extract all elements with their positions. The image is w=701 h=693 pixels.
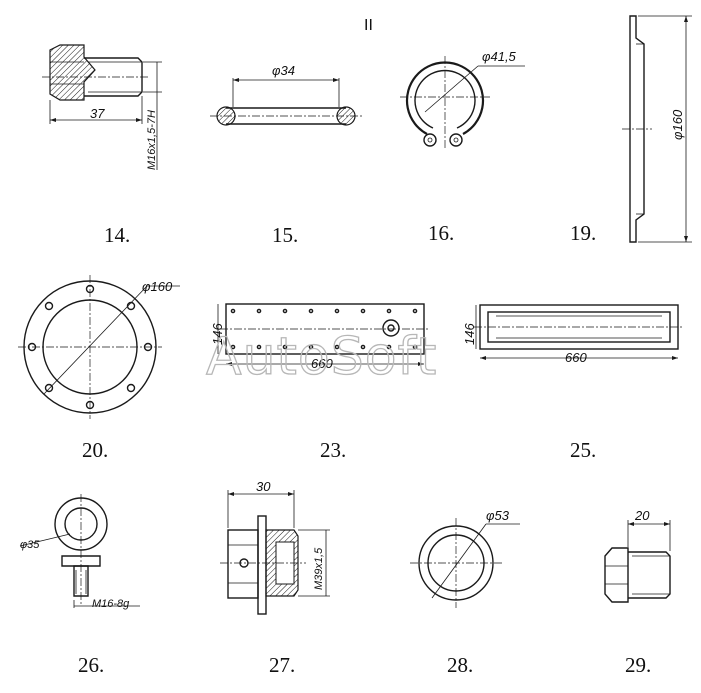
part-20-number: 20. [82,438,108,462]
part-14-thread-dim: M16x1,5-7H [146,110,158,170]
part-19-diameter-dim: φ160 [670,109,685,140]
part-16-diameter-dim: φ41,5 [482,49,517,64]
part-27-number: 27. [269,653,295,677]
watermark: AutoSoft [206,327,437,387]
part-28-diameter-dim: φ53 [486,508,510,523]
part-25-width-dim: 146 [462,323,477,345]
part-25-number: 25. [570,438,596,462]
part-15-number: 15. [272,223,298,247]
part-19-drawing [622,15,692,243]
part-29-number: 29. [625,653,651,677]
part-23-drawing [217,303,430,366]
sheet-mark: II [364,17,373,34]
part-16-drawing [400,56,525,150]
part-23-length-dim: 660 [311,356,333,371]
part-28-number: 28. [447,653,473,677]
part-19-number: 19. [570,221,596,245]
part-14-number: 14. [104,223,130,247]
part-27-drawing [220,490,330,615]
part-23-width-dim: 146 [210,323,225,345]
part-26-drawing [19,494,140,608]
part-23-number: 23. [320,438,346,462]
part-27-thread-dim: M39x1,5 [313,547,325,590]
part-29-length-dim: 20 [634,508,650,523]
part-28-drawing [410,518,520,608]
part-27-length-dim: 30 [256,479,271,494]
part-26-diameter-dim: φ35 [20,539,40,551]
part-14-length-dim: 37 [90,106,105,121]
part-29-drawing [604,520,671,603]
part-25-length-dim: 660 [565,350,587,365]
part-26-thread-dim: M16-8g [92,598,130,610]
part-25-drawing [474,304,684,360]
part-15-drawing [210,78,362,126]
part-14-drawing [42,44,162,170]
part-20-diameter-dim: φ160 [142,279,173,294]
part-20-drawing [18,275,180,419]
part-26-number: 26. [78,653,104,677]
part-16-number: 16. [428,221,454,245]
part-15-diameter-dim: φ34 [272,63,295,78]
